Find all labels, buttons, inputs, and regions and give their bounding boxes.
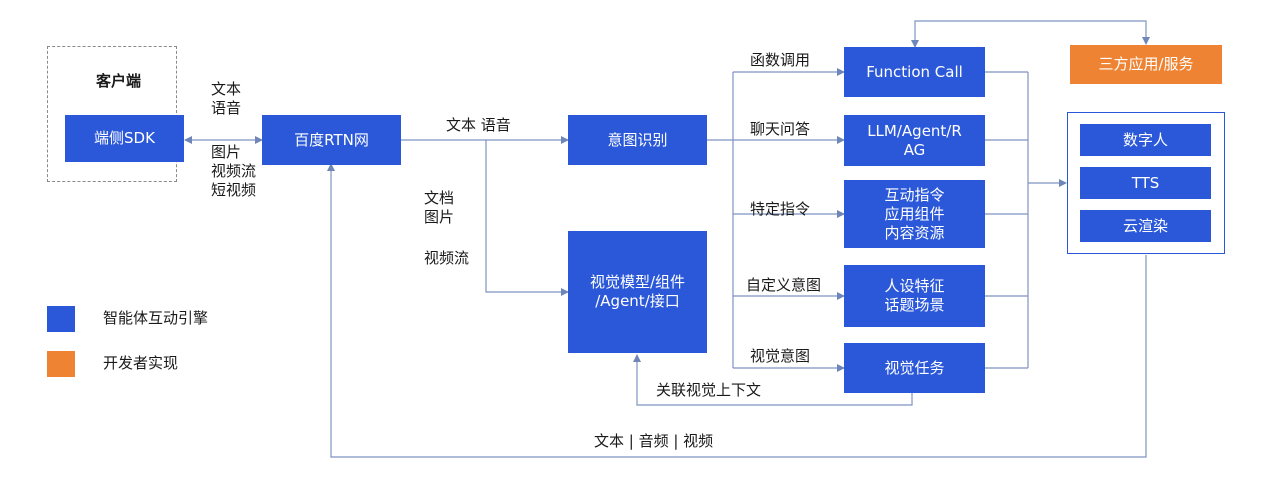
cloud-render-box: 云渲染: [1080, 210, 1211, 242]
intent-box: 意图识别: [568, 115, 707, 165]
rtn-box: 百度RTN网: [262, 115, 401, 165]
custom-intent-label: 自定义意图: [746, 276, 822, 294]
tts-box: TTS: [1080, 167, 1211, 199]
rtn-vision-link: [485, 140, 569, 296]
video-stream-label: 视频流: [424, 249, 470, 267]
vision-model-box: 视觉模型/组件 /Agent/接口: [568, 231, 707, 353]
return-label: 文本 | 音频 | 视频: [594, 432, 714, 450]
client-upper-label: 文本 语音: [211, 80, 242, 117]
client-lower-label: 图片 视频流 短视频: [211, 143, 257, 199]
sdk-box: 端侧SDK: [65, 115, 184, 162]
digital-human-box: 数字人: [1080, 124, 1211, 156]
context-link: [633, 354, 913, 406]
legend-swatch-engine: [47, 306, 75, 332]
specific-resources-box: 互动指令 应用组件 内容资源: [844, 180, 985, 248]
function-thirdparty-link: [911, 20, 1150, 48]
client-frame: [47, 46, 177, 182]
return-link: [327, 163, 1147, 458]
vision-intent-label: 视觉意图: [750, 347, 811, 365]
context-label: 关联视觉上下文: [656, 381, 762, 399]
specific-cmd-label: 特定指令: [750, 200, 811, 218]
legend-label-engine: 智能体互动引擎: [103, 309, 209, 327]
legend-swatch-developer: [47, 351, 75, 377]
func-call-label: 函数调用: [750, 51, 811, 69]
client-title: 客户端: [96, 72, 142, 90]
persona-topic-box: 人设特征 话题场景: [844, 265, 985, 327]
llm-agent-rag-box: LLM/Agent/R AG: [844, 115, 985, 166]
function-call-box: Function Call: [844, 47, 985, 97]
chat-label: 聊天问答: [750, 120, 811, 138]
vision-task-box: 视觉任务: [844, 343, 985, 393]
third-party-box: 三方应用/服务: [1070, 45, 1222, 84]
doc-image-label: 文档 图片: [424, 189, 455, 226]
rtn-intent-label: 文本 语音: [446, 116, 511, 134]
legend-label-developer: 开发者实现: [103, 354, 179, 372]
output-frame: [1067, 112, 1225, 254]
